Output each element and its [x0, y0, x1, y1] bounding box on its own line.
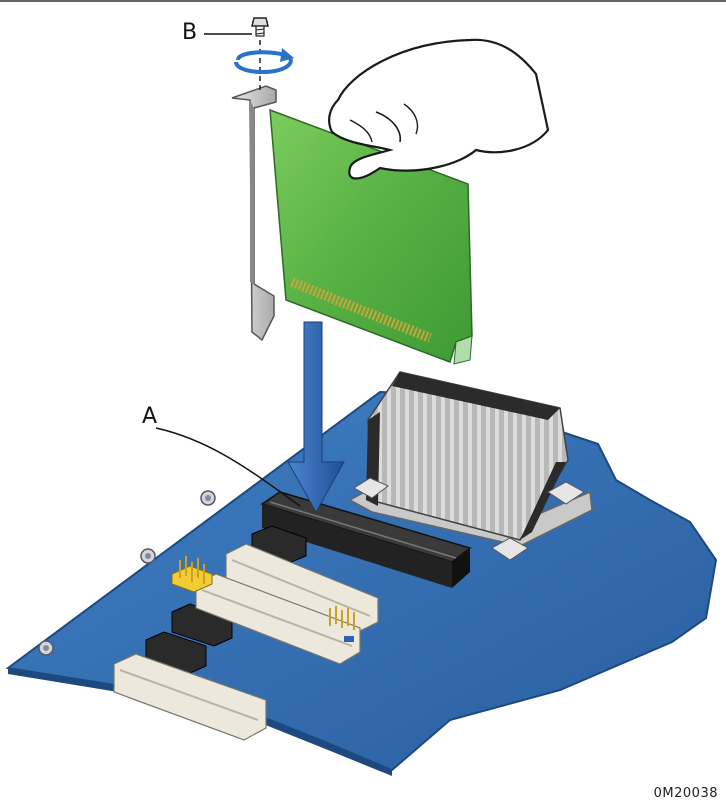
rotation-arrow-icon — [234, 48, 294, 75]
mounting-hole-1 — [200, 490, 216, 506]
pci-slot-white-3 — [113, 653, 267, 741]
pcie-x16-slot — [260, 491, 472, 588]
callout-b: B — [182, 20, 198, 45]
pci-slot-white-2 — [195, 573, 361, 665]
motherboard — [5, 390, 718, 776]
expansion-card — [269, 108, 473, 365]
pin-header-small — [329, 606, 355, 642]
callout-a: A — [142, 404, 158, 429]
card-gold-contacts — [290, 277, 432, 343]
figure-id: 0M20038 — [653, 786, 718, 801]
screw-icon — [251, 17, 269, 92]
mounting-hole-3 — [38, 640, 54, 656]
hand-icon — [328, 38, 550, 180]
card-bracket — [231, 85, 277, 342]
pin-header-yellow — [171, 556, 213, 593]
mounting-hole-2 — [140, 548, 156, 564]
heatsink — [348, 371, 593, 561]
callout-a-leader — [155, 427, 301, 507]
insert-arrow-icon — [287, 321, 345, 514]
